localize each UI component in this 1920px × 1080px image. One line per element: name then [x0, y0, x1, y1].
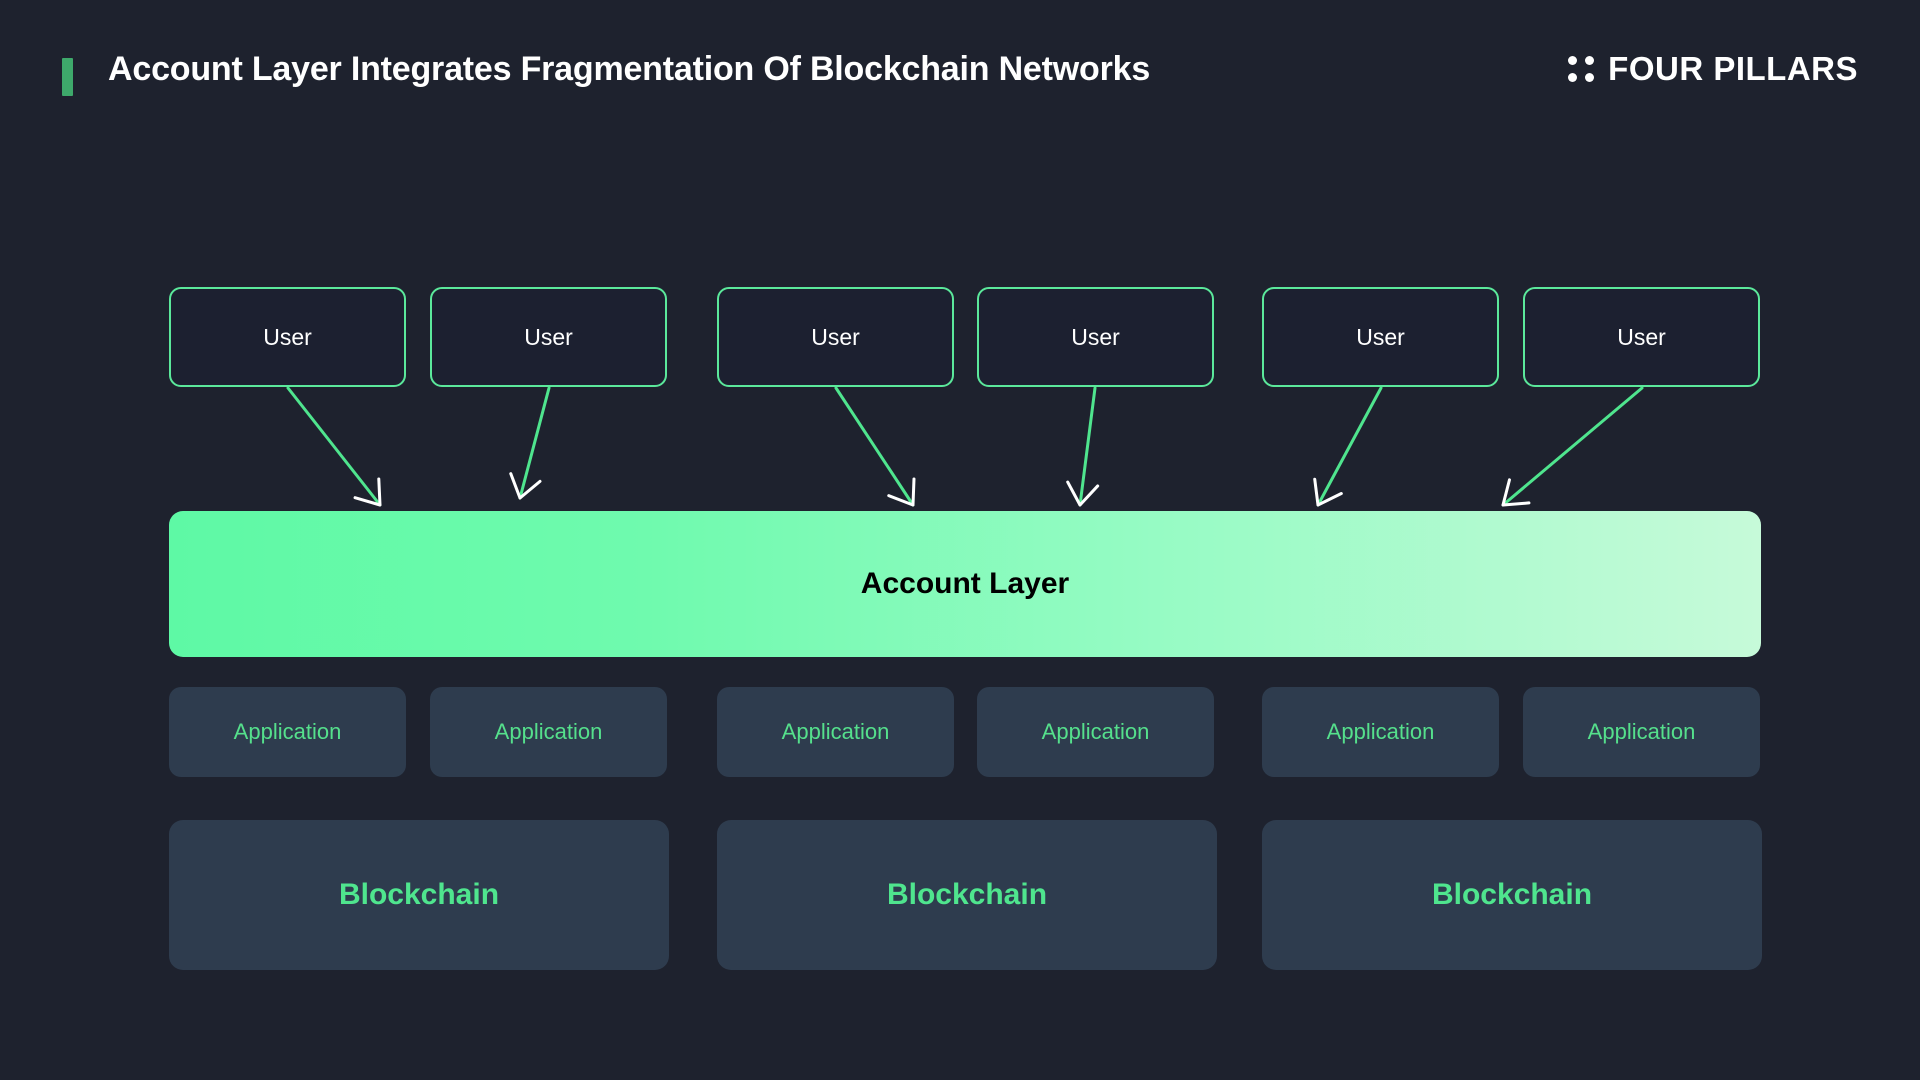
application-box-label: Application — [494, 719, 603, 744]
application-box-label: Application — [1587, 719, 1696, 744]
user-box-label: User — [524, 323, 573, 350]
application-box-6: Application — [1523, 687, 1760, 777]
arrow-user-4-to-account-layer — [1066, 386, 1100, 507]
title-accent-bar — [62, 58, 73, 96]
account-layer-bar: Account Layer — [169, 511, 1761, 657]
application-box-label: Application — [1041, 719, 1150, 744]
user-box-label: User — [811, 323, 860, 350]
user-box-label: User — [1356, 323, 1405, 350]
blockchain-box-3: Blockchain — [1262, 820, 1762, 970]
user-box-label: User — [263, 323, 312, 350]
four-dots-icon — [1568, 56, 1595, 82]
application-box-label: Application — [781, 719, 890, 744]
arrow-user-1-to-account-layer — [286, 386, 382, 507]
blockchain-box-label: Blockchain — [338, 878, 500, 911]
user-box-1: User — [169, 287, 406, 387]
application-box-4: Application — [977, 687, 1214, 777]
application-box-5: Application — [1262, 687, 1499, 777]
application-box-label: Application — [1326, 719, 1435, 744]
brand-logo: FOUR PILLARS — [1568, 50, 1858, 88]
account-layer-label: Account Layer — [860, 567, 1070, 600]
user-box-2: User — [430, 287, 667, 387]
page-title: Account Layer Integrates Fragmentation O… — [108, 50, 1151, 88]
user-box-6: User — [1523, 287, 1760, 387]
page-header: Account Layer Integrates Fragmentation O… — [0, 0, 1920, 130]
user-box-label: User — [1071, 323, 1120, 350]
user-box-5: User — [1262, 287, 1499, 387]
blockchain-box-1: Blockchain — [169, 820, 669, 970]
application-box-2: Application — [430, 687, 667, 777]
blockchain-box-label: Blockchain — [886, 878, 1048, 911]
brand-name: FOUR PILLARS — [1608, 50, 1858, 87]
user-box-3: User — [717, 287, 954, 387]
user-box-4: User — [977, 287, 1214, 387]
application-box-1: Application — [169, 687, 406, 777]
user-box-label: User — [1617, 323, 1666, 350]
blockchain-box-2: Blockchain — [717, 820, 1217, 970]
arrow-user-5-to-account-layer — [1313, 386, 1383, 507]
arrow-user-6-to-account-layer — [1501, 386, 1644, 507]
arrow-user-3-to-account-layer — [834, 386, 916, 507]
blockchain-box-label: Blockchain — [1431, 878, 1593, 911]
application-box-label: Application — [233, 719, 342, 744]
arrow-user-2-to-account-layer — [509, 386, 551, 500]
application-box-3: Application — [717, 687, 954, 777]
